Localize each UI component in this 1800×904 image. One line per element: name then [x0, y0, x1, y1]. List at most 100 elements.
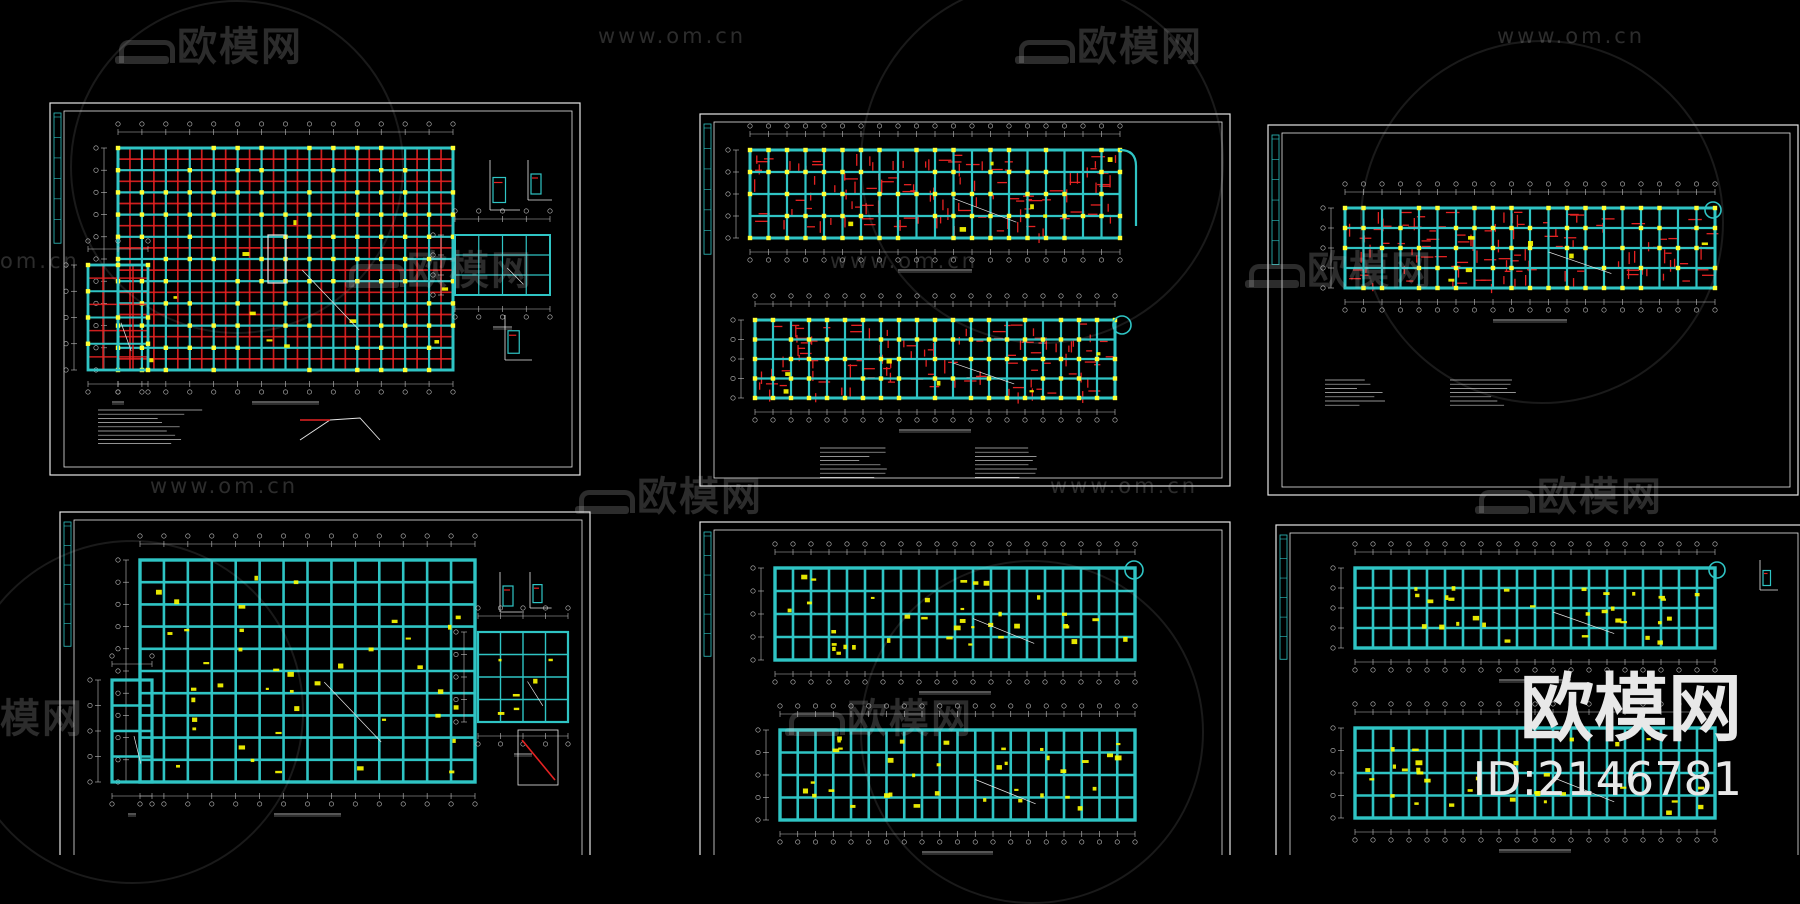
axis-bubble — [802, 123, 808, 129]
column — [1006, 169, 1012, 175]
axis-bubble — [235, 121, 241, 127]
axis-bubble — [1416, 181, 1422, 187]
annotation-mark — [434, 340, 440, 344]
annotation-mark — [983, 580, 990, 586]
column — [766, 169, 771, 175]
axis-bubble — [472, 801, 478, 807]
axis-bubble — [1568, 701, 1574, 707]
column — [1583, 285, 1588, 291]
detail-section — [507, 330, 520, 354]
axis-bubble — [777, 703, 783, 709]
axis-bubble — [304, 533, 310, 539]
axis-bubble — [1330, 792, 1336, 798]
axis-bubble — [149, 801, 155, 807]
annotation-mark — [1694, 592, 1700, 597]
axis-bubble — [1078, 679, 1084, 685]
axis-bubble — [1352, 701, 1358, 707]
column — [1546, 205, 1551, 211]
axis-bubble — [1532, 541, 1538, 547]
axis-bubble — [1398, 181, 1404, 187]
column — [355, 345, 360, 350]
axis-bubble — [1453, 307, 1459, 313]
column — [402, 234, 408, 239]
annotation-mark — [1018, 798, 1023, 803]
column — [1006, 235, 1012, 241]
column — [187, 168, 192, 173]
column — [450, 279, 456, 284]
column — [1564, 285, 1570, 291]
axis-bubble — [725, 213, 731, 219]
column — [840, 169, 845, 175]
column — [145, 367, 151, 373]
axis-bubble — [185, 801, 191, 807]
column — [115, 315, 121, 320]
annotation-mark — [810, 781, 815, 784]
axis-bubble — [950, 417, 956, 423]
axis-bubble — [115, 579, 121, 585]
detail-box — [517, 729, 559, 786]
axis-bubble — [932, 293, 938, 299]
leader-line — [1548, 251, 1612, 274]
axis-bubble — [1640, 541, 1646, 547]
axis-bubble — [1352, 667, 1358, 673]
axis-bubble — [1424, 837, 1430, 843]
annotation-mark — [1040, 793, 1044, 798]
column — [1043, 191, 1049, 197]
column — [968, 337, 974, 342]
column — [1472, 225, 1477, 231]
axis-bubble — [784, 123, 790, 129]
annotation-mark — [1439, 624, 1445, 630]
column — [1638, 265, 1644, 271]
column — [1025, 169, 1030, 175]
axis-bubble — [400, 801, 406, 807]
axis-bubble — [209, 533, 215, 539]
column — [402, 190, 408, 195]
column — [1694, 205, 1699, 211]
column — [1657, 205, 1662, 211]
annotation-mark — [843, 644, 847, 650]
axis-bubble — [1006, 541, 1012, 547]
annotation-mark — [155, 589, 162, 595]
annotation-mark — [1063, 624, 1068, 629]
axis-bubble — [986, 417, 992, 423]
annotation-mark — [1427, 599, 1434, 604]
axis-bubble — [914, 293, 920, 299]
column — [1342, 225, 1348, 231]
annotation-mark — [453, 705, 459, 710]
annotation-mark — [850, 804, 856, 808]
column — [1638, 225, 1644, 231]
axis-bubble — [821, 123, 827, 129]
column — [211, 323, 216, 328]
column — [1620, 245, 1625, 251]
leader-line — [975, 779, 1036, 805]
axis-bubble — [901, 703, 907, 709]
axis-bubble — [1097, 703, 1103, 709]
axis-bubble — [109, 653, 115, 659]
sheet-outer-frame — [1275, 524, 1800, 855]
axis-bubble — [1620, 307, 1626, 313]
column — [969, 213, 975, 219]
axis-bubble — [565, 741, 571, 747]
annotation-mark — [275, 770, 283, 774]
axis-bubble — [85, 238, 91, 244]
axis-bubble — [1435, 181, 1441, 187]
column — [842, 395, 848, 401]
column — [766, 235, 771, 241]
column — [259, 256, 264, 262]
column — [426, 323, 432, 328]
column — [331, 168, 336, 173]
axis-bubble — [354, 389, 360, 395]
axis-bubble — [1406, 701, 1412, 707]
column — [988, 213, 993, 219]
column — [1527, 285, 1533, 291]
axis-bubble — [880, 541, 886, 547]
cad-drawing-canvas[interactable] — [0, 0, 1800, 855]
annotation-mark — [1037, 595, 1041, 600]
axis-bubble — [1342, 307, 1348, 313]
axis-bubble — [1490, 181, 1496, 187]
annotation-mark — [828, 789, 835, 792]
column — [1112, 356, 1118, 362]
column — [1712, 285, 1718, 291]
axis-bubble — [547, 314, 553, 320]
column — [1527, 245, 1533, 251]
